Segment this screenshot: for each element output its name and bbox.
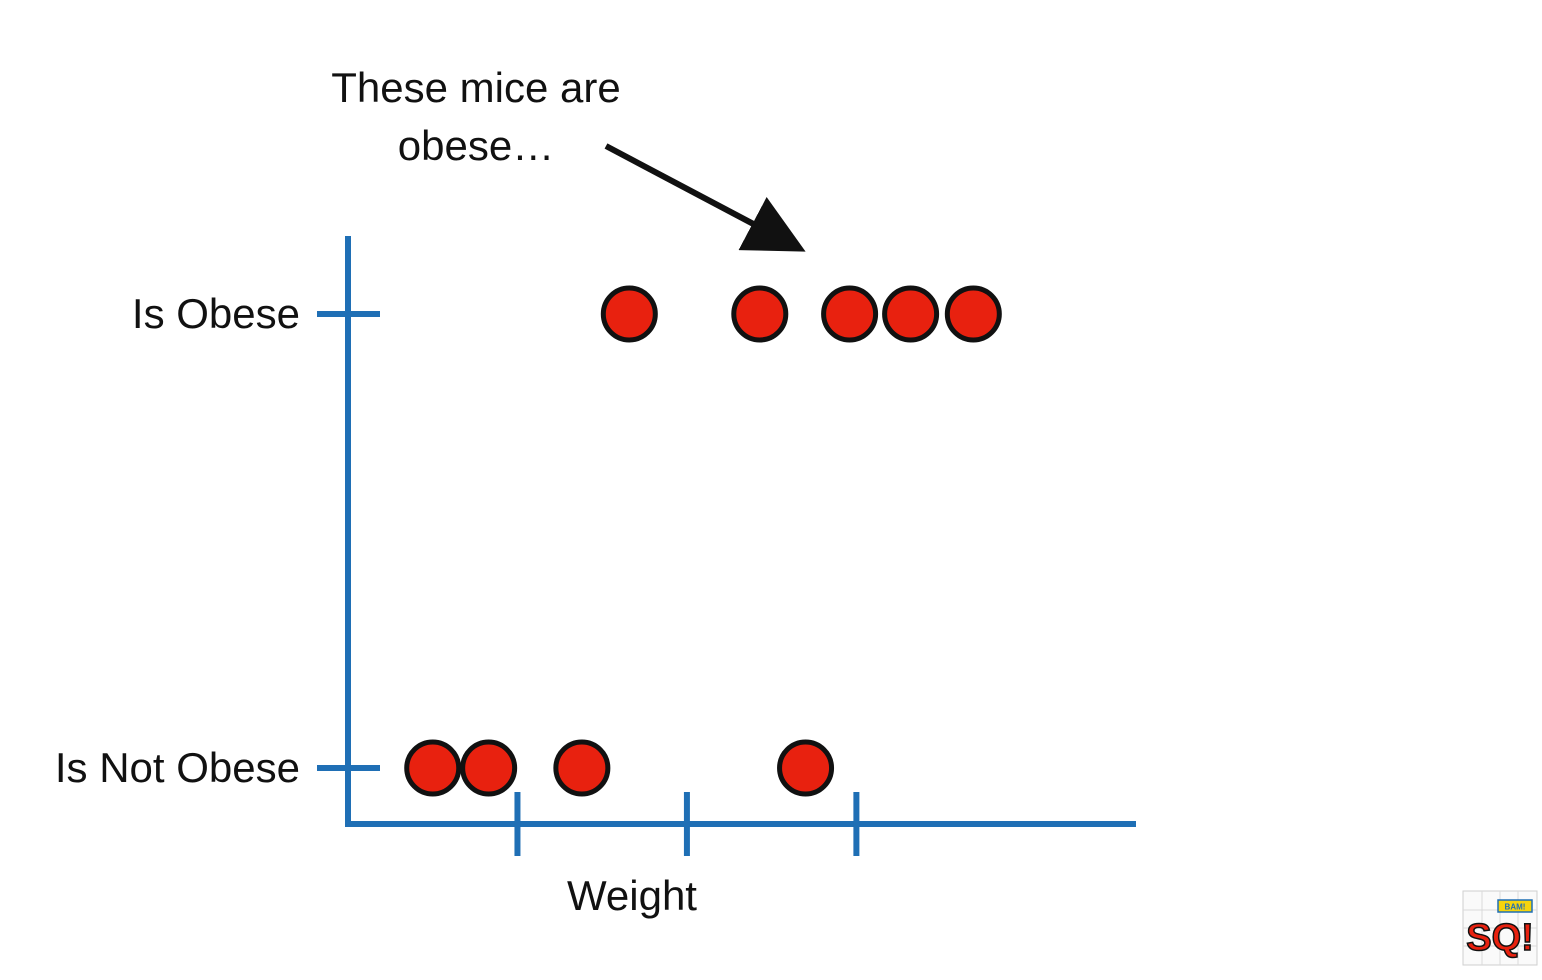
y-tick-label-1: Is Obese xyxy=(132,290,300,337)
logo-banner: BAM! xyxy=(1505,903,1526,912)
data-points-group xyxy=(404,285,1002,797)
x-axis-label: Weight xyxy=(567,872,697,919)
data-point-5 xyxy=(731,285,789,343)
data-point-1 xyxy=(460,739,518,797)
data-point-0 xyxy=(404,739,462,797)
annotation-arrow-icon xyxy=(604,143,806,252)
annotation-line-2: obese… xyxy=(398,122,554,169)
logo-letters: SQ! xyxy=(1466,917,1534,959)
data-point-2 xyxy=(553,739,611,797)
data-point-8 xyxy=(944,285,1002,343)
x-ticks-group xyxy=(514,792,860,856)
data-point-7 xyxy=(882,285,940,343)
data-point-4 xyxy=(600,285,658,343)
y-ticks-group: Is Not Obese Is Obese xyxy=(55,290,380,791)
annotation-line-1: These mice are xyxy=(331,64,620,111)
data-point-3 xyxy=(777,739,835,797)
data-point-6 xyxy=(821,285,879,343)
statquest-logo-icon: BAM! SQ! xyxy=(1462,890,1538,966)
y-tick-label-0: Is Not Obese xyxy=(55,744,300,791)
